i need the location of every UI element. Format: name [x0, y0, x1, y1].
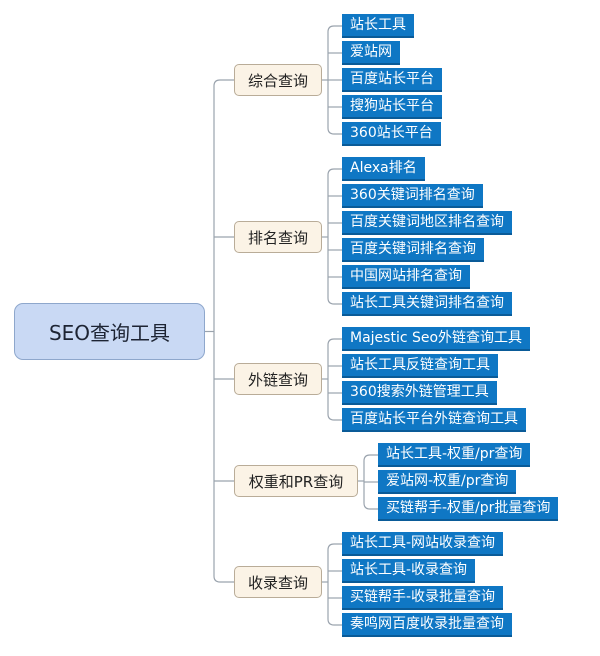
leaf-label: 爱站网-权重/pr查询	[386, 473, 509, 489]
leaf-label: 站长工具反链查询工具	[350, 357, 490, 373]
leaf-label: 中国网站排名查询	[350, 268, 462, 284]
connector-line	[327, 338, 342, 346]
leaf-node: 买链帮手-权重/pr批量查询	[378, 497, 559, 521]
category-label: 权重和PR查询	[248, 472, 344, 491]
leaf-label: 站长工具-收录查询	[350, 562, 468, 578]
leaf-node: 站长工具	[342, 14, 414, 38]
category-index-query: 收录查询	[234, 566, 322, 598]
leaf-label: 百度关键词地区排名查询	[350, 214, 504, 230]
category-weight-pr-query: 权重和PR查询	[234, 465, 358, 497]
leaf-node: 360站长平台	[342, 122, 441, 146]
leaf-node: 360关键词排名查询	[342, 184, 483, 208]
leaf-node: 爱站网	[342, 41, 400, 65]
leaf-label: 买链帮手-收录批量查询	[350, 589, 496, 605]
connector-line	[327, 618, 342, 626]
connector-line	[213, 79, 234, 87]
leaf-node: 站长工具-网站收录查询	[342, 532, 504, 556]
leaf-label: 站长工具-权重/pr查询	[386, 446, 523, 462]
connector-line	[327, 413, 342, 421]
leaf-node: Majestic Seo外链查询工具	[342, 327, 531, 351]
leaf-node: Alexa排名	[342, 157, 425, 181]
connector-line	[363, 454, 378, 462]
leaf-label: 360搜索外链管理工具	[350, 384, 489, 400]
root-label: SEO查询工具	[48, 321, 171, 345]
connector-line	[327, 297, 342, 305]
leaf-label: 百度站长平台外链查询工具	[350, 411, 518, 427]
leaf-label: 奏鸣网百度收录批量查询	[350, 616, 504, 632]
leaf-label: 站长工具关键词排名查询	[350, 295, 504, 311]
leaf-label: 360关键词排名查询	[350, 187, 475, 203]
leaf-node: 站长工具关键词排名查询	[342, 292, 512, 316]
connector-line	[363, 502, 378, 510]
category-label: 收录查询	[247, 573, 308, 592]
leaf-node: 百度站长平台	[342, 68, 442, 92]
leaf-label: 站长工具-网站收录查询	[350, 535, 496, 551]
leaf-label: 买链帮手-权重/pr批量查询	[386, 500, 551, 516]
category-label: 外链查询	[247, 370, 308, 389]
connector-line	[213, 575, 234, 583]
leaf-label: 百度关键词排名查询	[350, 241, 476, 257]
category-ranking-query: 排名查询	[234, 221, 322, 253]
leaf-label: 360站长平台	[350, 125, 433, 141]
leaf-node: 站长工具反链查询工具	[342, 354, 498, 378]
leaf-node: 百度关键词地区排名查询	[342, 211, 512, 235]
connector-line	[327, 127, 342, 135]
leaf-node: 百度站长平台外链查询工具	[342, 408, 526, 432]
leaf-node: 搜狗站长平台	[342, 95, 442, 119]
root-node: SEO查询工具	[14, 303, 205, 360]
leaf-label: 百度站长平台	[350, 71, 434, 87]
leaf-node: 百度关键词排名查询	[342, 238, 484, 262]
connector-line	[327, 543, 342, 551]
leaf-node: 爱站网-权重/pr查询	[378, 470, 517, 494]
leaf-label: 爱站网	[350, 44, 392, 60]
leaf-node: 站长工具-权重/pr查询	[378, 443, 531, 467]
connector-line	[327, 25, 342, 33]
leaf-label: 搜狗站长平台	[350, 98, 434, 114]
leaf-label: Alexa排名	[350, 160, 417, 176]
leaf-node: 中国网站排名查询	[342, 265, 470, 289]
leaf-label: 站长工具	[350, 17, 406, 33]
leaf-node: 360搜索外链管理工具	[342, 381, 497, 405]
leaf-node: 买链帮手-收录批量查询	[342, 586, 504, 610]
category-label: 排名查询	[247, 228, 308, 247]
category-comprehensive-query: 综合查询	[234, 64, 322, 96]
category-label: 综合查询	[247, 71, 308, 90]
leaf-node: 奏鸣网百度收录批量查询	[342, 613, 512, 637]
connector-line	[327, 168, 342, 176]
leaf-label: Majestic Seo外链查询工具	[350, 330, 523, 346]
leaf-node: 站长工具-收录查询	[342, 559, 476, 583]
category-backlink-query: 外链查询	[234, 363, 322, 395]
